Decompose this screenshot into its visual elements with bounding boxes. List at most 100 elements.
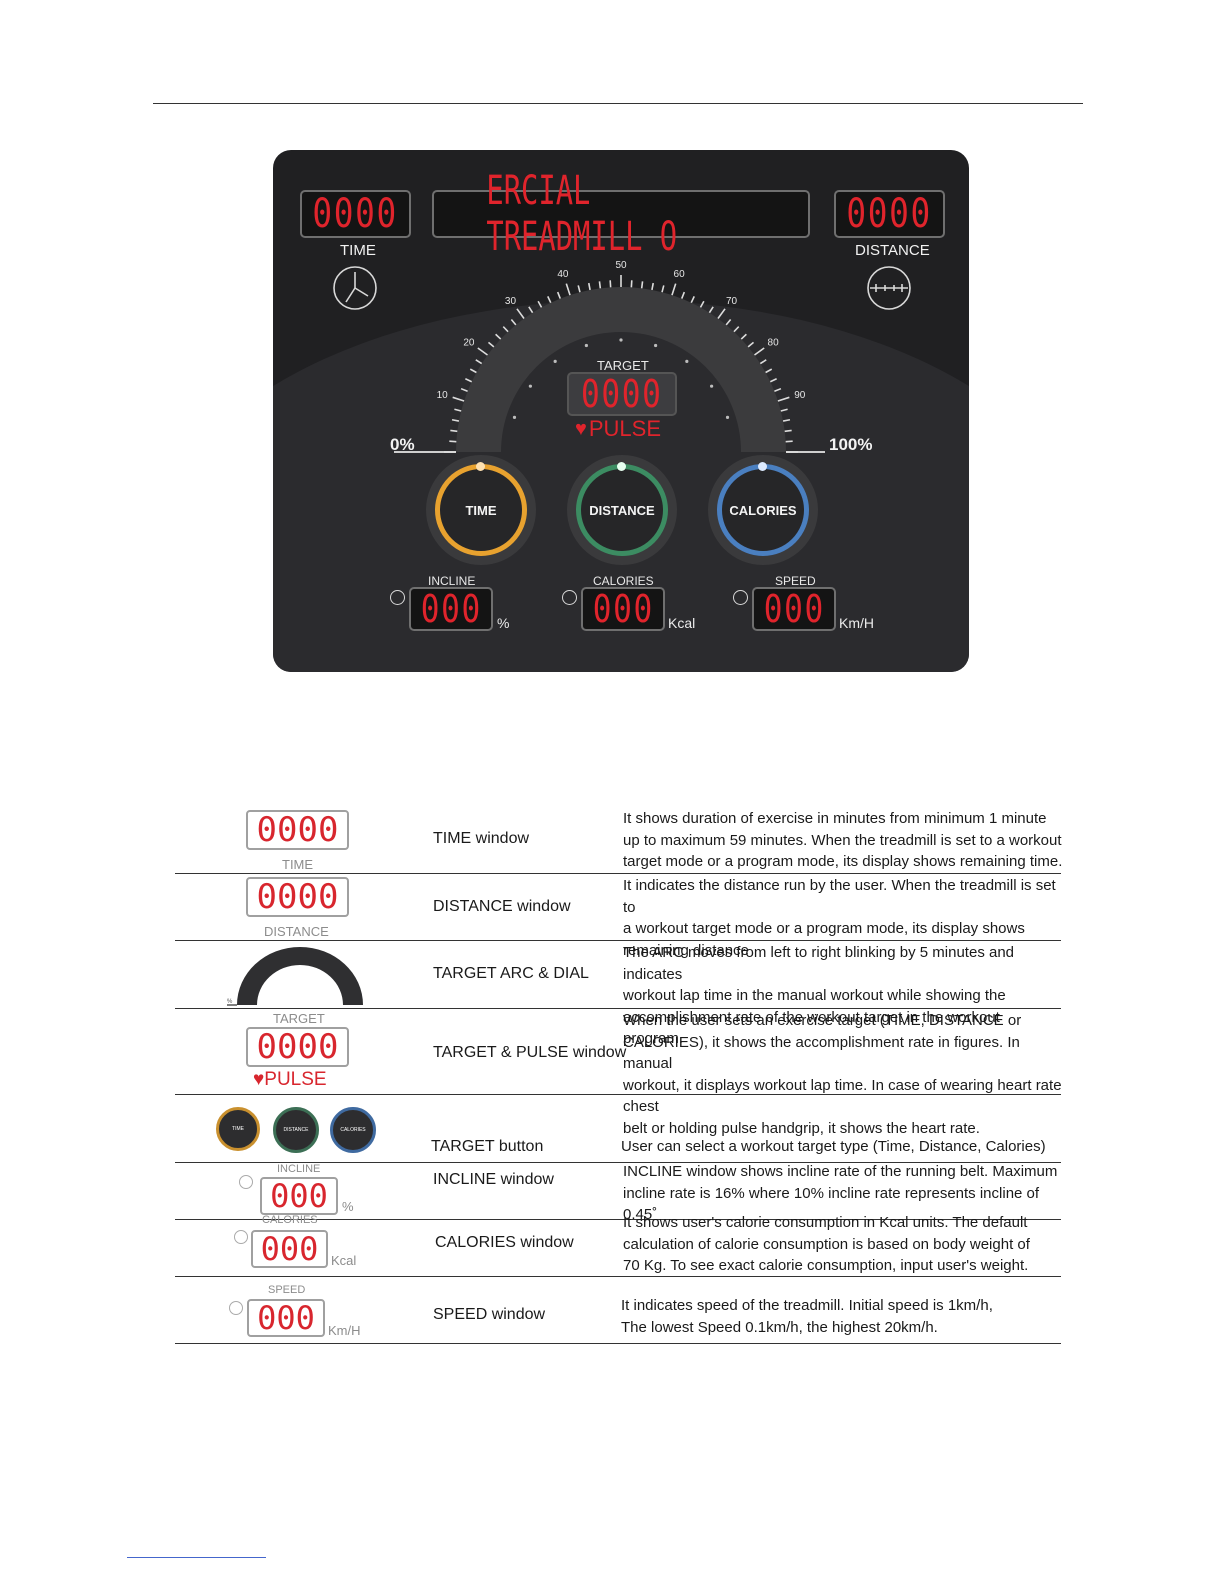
- arc-tick-label: 60: [674, 269, 686, 280]
- speed-unit: Km/H: [839, 615, 874, 631]
- arc-tick-label: 80: [768, 337, 780, 348]
- time-button-icon: TIME: [216, 1107, 260, 1151]
- arc-tick: [774, 387, 782, 393]
- arc-tick: [451, 418, 460, 422]
- arc-tick: [769, 378, 777, 383]
- arc-tick: [454, 408, 462, 412]
- row-name: TARGET ARC & DIAL: [433, 965, 589, 982]
- arc-max-label: 100%: [829, 435, 873, 454]
- calories-target-button[interactable]: CALORIES: [708, 455, 818, 565]
- time-target-button[interactable]: TIME: [426, 455, 536, 565]
- row-name: SPEED window: [433, 1306, 546, 1323]
- target-label: TARGET: [597, 358, 649, 373]
- arc-tick: [699, 300, 705, 308]
- table-row: TIME DISTANCE CALORIES TARGET button Use…: [175, 1095, 1061, 1163]
- arc-dot: [685, 359, 689, 363]
- distance-button-icon: DISTANCE: [273, 1107, 319, 1153]
- row-description: It indicates the distance run by the use…: [623, 877, 1056, 959]
- arc-tick: [577, 285, 581, 293]
- target-display: 0000: [567, 372, 677, 416]
- time-display: 0000: [300, 190, 411, 238]
- arc-tick: [495, 333, 502, 340]
- arc-tick-label: 20: [463, 337, 475, 348]
- arc-tick: [537, 300, 543, 308]
- table-row: % TARGET ARC & DIAL The ARC moves from l…: [175, 941, 1061, 1047]
- display-description-table: 0000 TIME TIME window It shows duration …: [175, 808, 1063, 1344]
- arc-tick-label: 10: [437, 390, 449, 401]
- row-name: TARGET button: [431, 1138, 544, 1155]
- arc-tick: [733, 326, 740, 333]
- speed-icon: [733, 590, 748, 605]
- arc-tick: [747, 341, 755, 348]
- table-row: TARGET 0000 ♥PULSE TARGET & PULSE window…: [175, 1009, 1062, 1137]
- pulse-indicator: ♥ PULSE: [575, 416, 661, 442]
- arc-tick: [469, 368, 477, 374]
- row-description: When the user sets an exercise target (T…: [623, 1012, 1062, 1137]
- arc-tick: [587, 282, 591, 291]
- arc-tick: [487, 341, 495, 348]
- arc-min-label: 0%: [390, 435, 415, 454]
- arc-tick: [765, 368, 773, 374]
- arc-tick: [690, 296, 695, 304]
- arc-tick-label: 50: [615, 260, 627, 271]
- svg-text:%: %: [227, 999, 233, 1005]
- calories-label: CALORIES: [593, 574, 654, 588]
- calories-icon: [234, 1230, 248, 1244]
- table-row: 0000 DISTANCE DISTANCE window It indicat…: [175, 874, 1061, 959]
- distance-window-icon: 0000: [246, 877, 349, 917]
- distance-label: DISTANCE: [855, 242, 930, 259]
- clock-icon: [333, 266, 377, 310]
- arc-dot: [725, 415, 730, 419]
- distance-target-button[interactable]: DISTANCE: [567, 455, 677, 565]
- arc-tick: [516, 308, 525, 319]
- row-description: User can select a workout target type (T…: [621, 1138, 1046, 1155]
- time-window-icon: 0000: [246, 810, 349, 850]
- speed-window-icon: 000: [247, 1299, 325, 1337]
- arc-tick-label: 30: [505, 296, 517, 307]
- header-rule: [153, 103, 1083, 104]
- arc-tick: [784, 429, 792, 433]
- arc-dot: [584, 343, 588, 348]
- row-name: CALORIES window: [435, 1234, 574, 1251]
- arc-tick-label: 40: [557, 269, 569, 280]
- speed-display: 000: [752, 587, 836, 631]
- arc-tick: [759, 359, 767, 365]
- heart-icon: ♥: [575, 417, 587, 440]
- calories-window-icon: 000: [251, 1230, 328, 1268]
- arc-tick: [725, 318, 732, 326]
- incline-display: 000: [409, 587, 493, 631]
- row-description: It indicates speed of the treadmill. Ini…: [621, 1297, 993, 1336]
- arc-tick: [777, 396, 790, 402]
- arc-tick: [680, 291, 686, 299]
- arc-tick: [465, 378, 473, 383]
- arc-tick: [460, 387, 468, 393]
- arc-tick: [475, 359, 483, 365]
- arc-tick: [452, 396, 465, 402]
- target-window-icon: 0000: [246, 1027, 349, 1067]
- arc-tick: [671, 283, 677, 296]
- speed-icon: [229, 1301, 243, 1315]
- row-name: TARGET & PULSE window: [433, 1044, 627, 1061]
- row-name: DISTANCE window: [433, 898, 571, 915]
- arc-tick: [661, 285, 665, 293]
- arc-tick: [640, 281, 644, 289]
- arc-tick: [717, 308, 726, 319]
- calories-icon: [562, 590, 577, 605]
- arc-tick: [708, 306, 714, 314]
- arc-tick: [450, 429, 458, 433]
- incline-icon: [390, 590, 405, 605]
- arc-tick: [510, 318, 517, 326]
- calories-button-icon: CALORIES: [330, 1107, 376, 1153]
- row-description: It shows duration of exercise in minutes…: [623, 810, 1063, 870]
- footer-link-underline: [127, 1557, 266, 1558]
- table-row: 0000 TIME TIME window It shows duration …: [175, 808, 1063, 874]
- arc-tick-label: 70: [726, 296, 738, 307]
- calories-display: 000: [581, 587, 665, 631]
- arc-tick: [477, 347, 488, 356]
- arc-dot: [619, 338, 623, 342]
- arc-dot: [654, 343, 658, 348]
- arc-tick: [740, 333, 747, 340]
- arc-dot: [553, 359, 557, 363]
